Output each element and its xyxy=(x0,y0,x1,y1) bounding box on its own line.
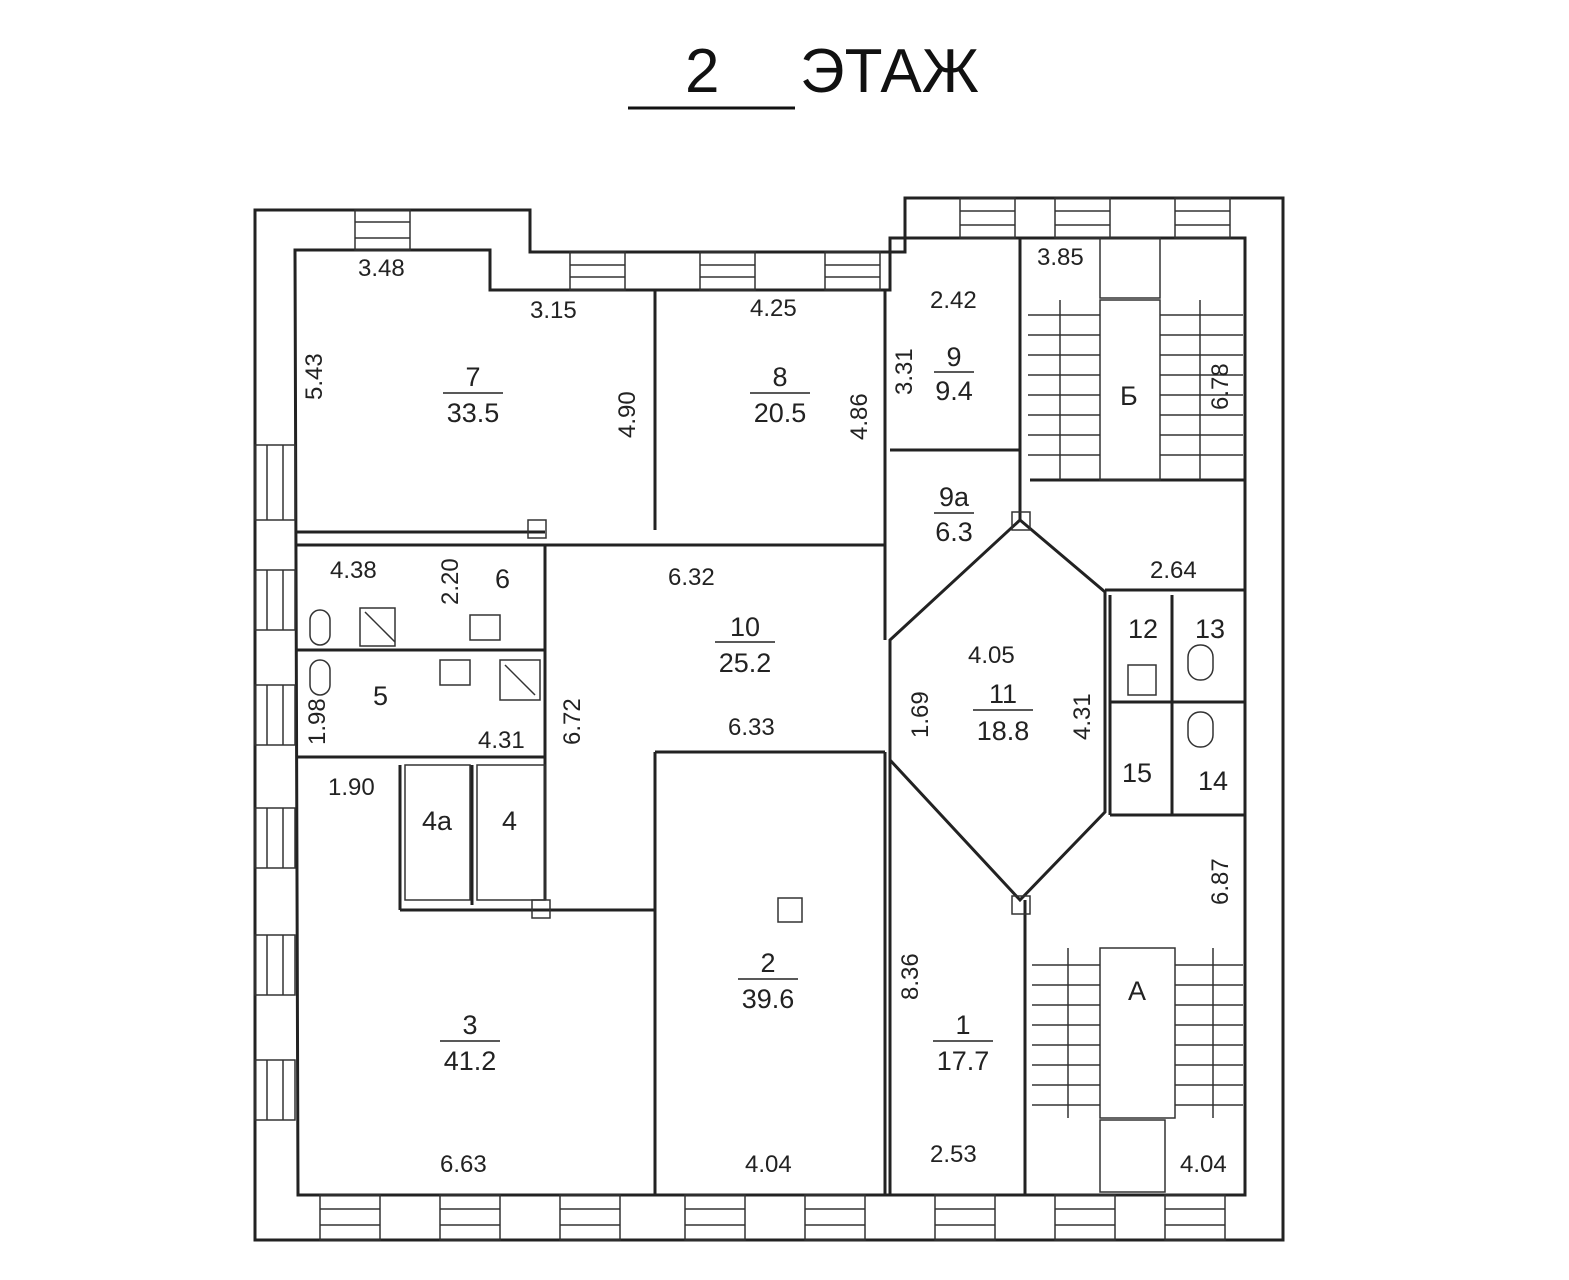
sink-icon xyxy=(439,659,471,686)
room-4a: 4а xyxy=(422,806,453,836)
toilet-icon xyxy=(309,659,331,696)
sink-icon xyxy=(1127,664,1157,696)
floor-number: 2 xyxy=(685,37,719,106)
sink-icon xyxy=(469,614,501,641)
room-9: 99.4 xyxy=(934,342,974,406)
room-number: 3 xyxy=(462,1010,477,1040)
room-1: 117.7 xyxy=(933,1010,993,1076)
room-15: 15 xyxy=(1122,758,1152,788)
sanitary-fixtures xyxy=(309,607,1214,748)
dimension: 2.64 xyxy=(1150,557,1197,584)
room-area: 9.4 xyxy=(935,376,973,406)
dimension: 4.25 xyxy=(750,295,797,322)
dimension: 1.90 xyxy=(328,774,375,801)
dimension: 2.42 xyxy=(930,287,977,314)
room-area: 41.2 xyxy=(444,1046,497,1076)
room-7: 733.5 xyxy=(443,362,503,428)
dimension: 4.04 xyxy=(745,1151,792,1178)
staircase-b-label: Б xyxy=(1120,381,1138,411)
room-number: 10 xyxy=(730,612,760,642)
room-number: 8 xyxy=(772,362,787,392)
room-number: 7 xyxy=(465,362,480,392)
dimension: 4.05 xyxy=(968,642,1015,669)
room-number: 1 xyxy=(955,1010,970,1040)
room-5: 5 xyxy=(373,681,388,711)
dimension: 3.48 xyxy=(358,255,405,282)
room-10: 10 25.2 xyxy=(715,612,775,678)
room-4: 4 xyxy=(502,806,517,836)
room-area: 25.2 xyxy=(719,648,772,678)
room-13: 13 xyxy=(1195,614,1225,644)
dimension: 5.43 xyxy=(301,353,328,400)
dimension: 4.31 xyxy=(1069,693,1096,740)
staircase-b xyxy=(1028,237,1243,481)
dimension: 6.78 xyxy=(1207,363,1234,410)
floor-title: 2 ЭТАЖ xyxy=(628,37,979,110)
room-area: 17.7 xyxy=(937,1046,990,1076)
room-2: 239.6 xyxy=(738,948,798,1014)
dimension: 6.72 xyxy=(559,698,586,745)
dimension: 6.32 xyxy=(668,564,715,591)
toilet-icon xyxy=(309,609,331,646)
room-area: 39.6 xyxy=(742,984,795,1014)
small-room-outlines xyxy=(404,511,1031,923)
dimension: 2.20 xyxy=(437,558,464,605)
toilet-icon xyxy=(1187,711,1214,748)
room-12: 12 xyxy=(1128,614,1158,644)
room-6: 6 xyxy=(495,564,510,594)
dimension: 6.33 xyxy=(728,714,775,741)
room-area: 33.5 xyxy=(447,398,500,428)
dimension: 4.38 xyxy=(330,557,377,584)
column-marker xyxy=(777,897,803,923)
dimension: 3.85 xyxy=(1037,244,1084,271)
dimension: 1.69 xyxy=(907,691,934,738)
windows xyxy=(254,197,1231,1241)
room-14: 14 xyxy=(1198,766,1228,796)
dimension: 2.53 xyxy=(930,1141,977,1168)
dimension: 3.31 xyxy=(891,348,918,395)
room-area: 20.5 xyxy=(754,398,807,428)
toilet-icon xyxy=(1187,644,1214,681)
room-area: 6.3 xyxy=(935,517,973,547)
dimension: 8.36 xyxy=(897,953,924,1000)
room-11-hexagon-walls xyxy=(888,517,1107,903)
room-11: 11 18.8 xyxy=(973,679,1033,746)
room-9a: 9а6.3 xyxy=(934,482,974,547)
interior-walls xyxy=(295,238,1245,1195)
shower-icon xyxy=(499,659,541,701)
room-number: 2 xyxy=(760,948,775,978)
dimension: 4.04 xyxy=(1180,1151,1227,1178)
dimension-labels: 3.48 3.15 5.43 4.90 4.25 4.86 2.42 3.31 … xyxy=(301,244,1234,1178)
dimension: 4.90 xyxy=(614,391,641,438)
shower-icon xyxy=(359,607,396,647)
room-number: 9 xyxy=(946,342,961,372)
dimension: 4.86 xyxy=(846,393,873,440)
room-number: 9а xyxy=(939,482,970,512)
room-8: 820.5 xyxy=(750,362,810,428)
room-3: 341.2 xyxy=(440,1010,500,1076)
dimension: 3.15 xyxy=(530,297,577,324)
staircase-a xyxy=(1032,947,1243,1193)
floor-word: ЭТАЖ xyxy=(800,37,979,106)
dimension: 6.87 xyxy=(1207,858,1234,905)
room-number: 11 xyxy=(989,679,1017,709)
dimension: 1.98 xyxy=(304,698,331,745)
room-area: 18.8 xyxy=(977,716,1030,746)
staircase-a-label: А xyxy=(1128,976,1146,1006)
dimension: 6.63 xyxy=(440,1151,487,1178)
dimension: 4.31 xyxy=(478,727,525,754)
